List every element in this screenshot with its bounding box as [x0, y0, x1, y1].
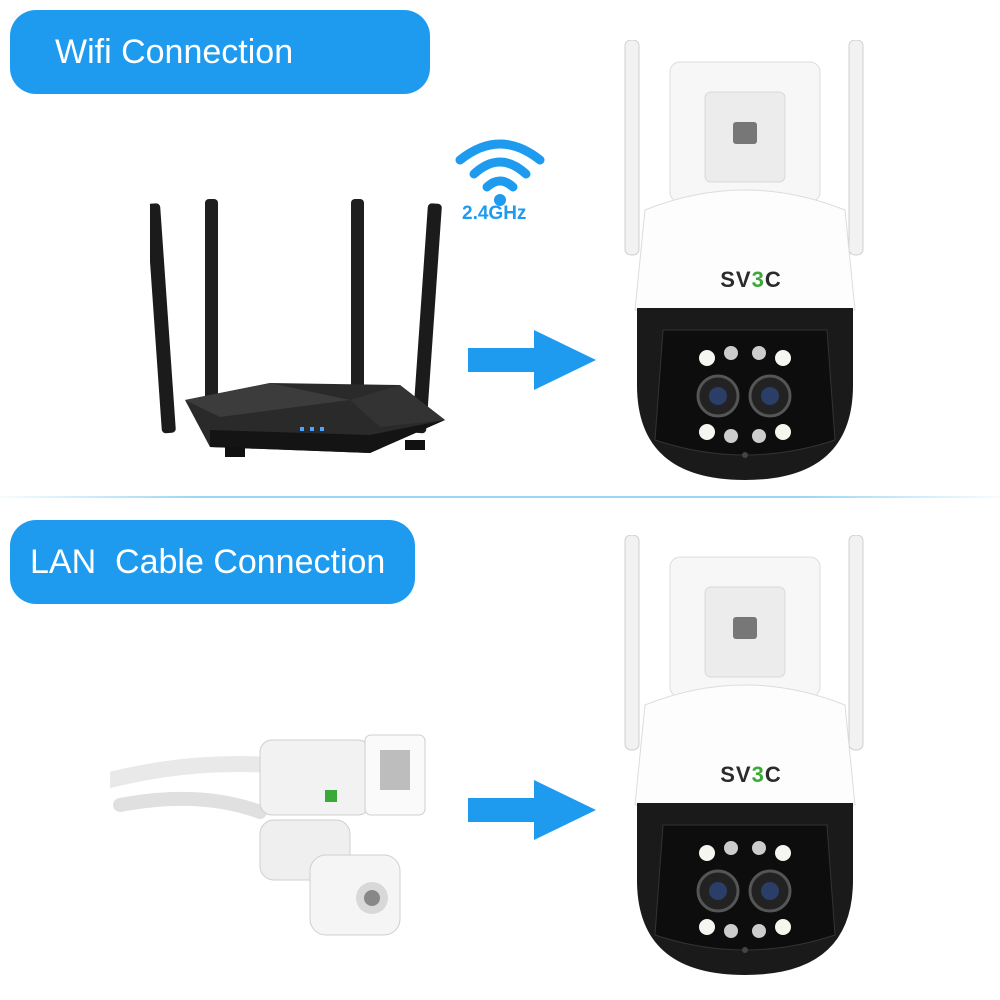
wifi-band-label: 2.4GHz	[462, 203, 527, 224]
section-divider	[0, 496, 1000, 498]
right-arrow-icon	[468, 780, 598, 845]
brand-logo: SV3C	[720, 267, 782, 292]
right-arrow-icon	[468, 330, 598, 395]
router-image	[146, 195, 450, 470]
lan-connection-title: LAN Cable Connection	[10, 520, 415, 604]
brand-logo: SV3C	[720, 762, 782, 787]
security-camera-image	[615, 534, 875, 980]
wifi-connection-title: Wifi Connection	[10, 10, 430, 94]
wifi-signal-icon	[450, 130, 550, 230]
security-camera-image	[615, 39, 875, 485]
lan-cable-image	[102, 720, 470, 955]
